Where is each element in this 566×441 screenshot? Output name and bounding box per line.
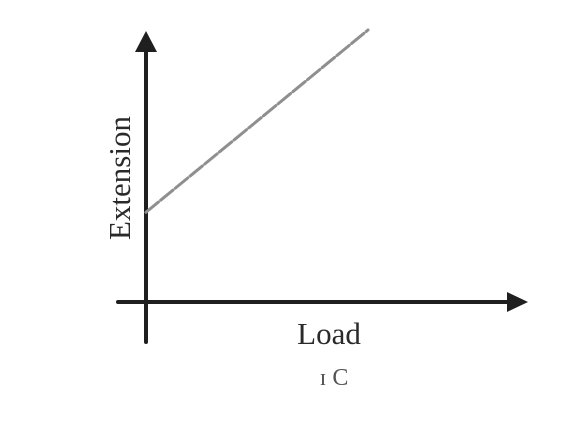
series-line [144,28,370,214]
y-axis-label: Extension [102,116,137,240]
y-axis-arrowhead [135,31,157,52]
annotation-mark: ɪ C [320,365,349,391]
x-axis-arrowhead [507,292,528,312]
x-axis-label: Load [297,316,361,351]
plot-area [116,28,528,344]
